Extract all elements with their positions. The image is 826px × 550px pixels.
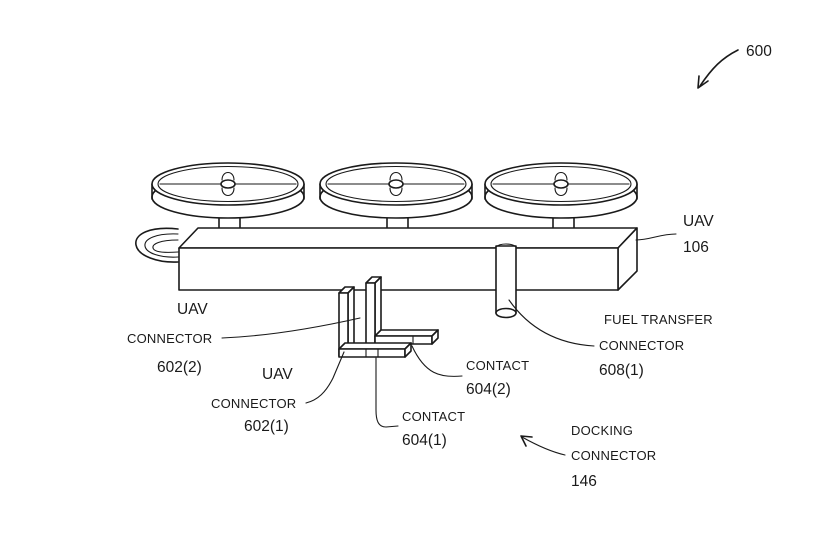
uav-connector-1-leader [305,351,345,404]
fuel-transfer-line3: 608(1) [599,362,644,379]
fuel-transfer-line2: CONNECTOR [599,338,684,353]
uav-connector-1-label: UAV CONNECTOR 602(1) [211,351,345,435]
figure-number-arrow [699,49,739,87]
contact-1-line2: 604(1) [402,432,447,449]
contact-1-leader [375,357,399,428]
uav-connector-1-line1: UAV [262,366,293,383]
fuel-transfer-connector [495,243,517,319]
contact-2-line2: 604(2) [466,381,511,398]
uav-connector-2-leader [221,317,361,339]
uav-label: UAV 106 [635,213,714,256]
docking-line1: DOCKING [571,423,633,438]
contact-2-line1: CONTACT [466,358,529,373]
docking-line3: 146 [571,473,597,490]
contact-2-label: CONTACT 604(2) [411,345,529,398]
fuel-transfer-leader [508,299,595,347]
uav-connector-2-line1: UAV [177,301,208,318]
uav-connector-2-line2: CONNECTOR [127,331,212,346]
fuel-transfer-line1: FUEL TRANSFER [604,312,713,327]
uav-connector-2 [365,276,439,346]
propeller-middle [319,162,473,219]
propeller-left [151,162,305,219]
figure-number: 600 [746,43,772,60]
uav-body [178,227,638,291]
contact-1-line1: CONTACT [402,409,465,424]
uav-connector-1 [338,286,412,358]
docking-line2: CONNECTOR [571,448,656,463]
docking-leader [521,436,566,456]
rear-propeller [135,227,179,263]
uav-leader-line [635,233,677,241]
docking-connector-label: DOCKING CONNECTOR 146 [520,423,656,490]
contact-2-leader [411,345,463,377]
uav-connector-2-label: UAV CONNECTOR 602(2) [127,301,361,376]
uav-connector-2-line3: 602(2) [157,359,202,376]
uav-label-line2: 106 [683,239,709,256]
fuel-transfer-label: FUEL TRANSFER CONNECTOR 608(1) [508,299,713,379]
figure-number-arrowhead [697,75,709,89]
docking-arrowhead [520,435,533,447]
uav-connector-1-line2: CONNECTOR [211,396,296,411]
contact-1-label: CONTACT 604(1) [375,357,465,449]
propeller-right [484,162,638,219]
uav-connector-1-line3: 602(1) [244,418,289,435]
uav-label-line1: UAV [683,213,714,230]
